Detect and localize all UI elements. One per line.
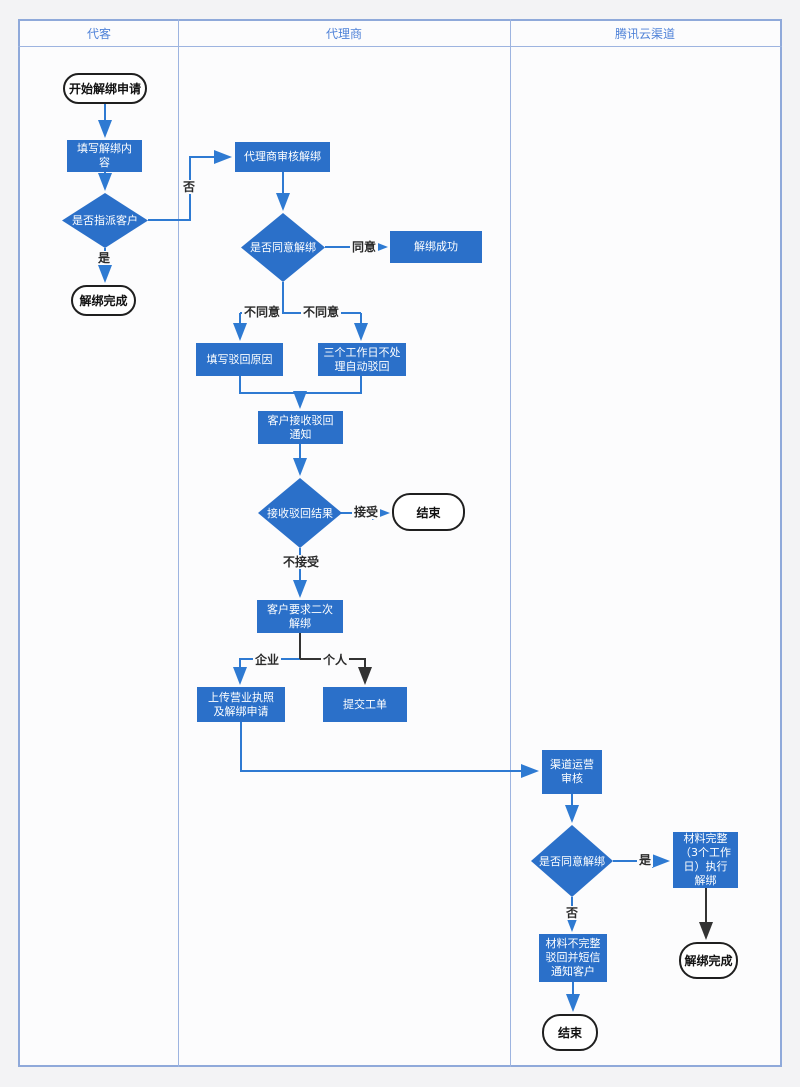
node-upload-license: 上传营业执照 及解绑申请: [197, 687, 285, 722]
edge-label-accept: 接受: [351, 505, 381, 519]
node-submit-ticket: 提交工单: [323, 687, 407, 722]
node-customer-receive-reject: 客户接收驳回 通知: [258, 411, 343, 444]
node-end-channel: 结束: [542, 1014, 598, 1051]
node-unbind-success: 解绑成功: [390, 231, 482, 263]
node-channel-ops-review: 渠道运营 审核: [542, 750, 602, 794]
node-material-incomplete: 材料不完整 驳回并短信 通知客户: [539, 934, 607, 982]
header-divider: [18, 46, 782, 47]
edge-label-no-1: 否: [180, 180, 198, 194]
edge-label-agree: 同意: [349, 240, 379, 254]
node-second-unbind-request: 客户要求二次 解绑: [257, 600, 343, 633]
edge-label-yes-1: 是: [95, 251, 113, 265]
node-start-request: 开始解绑申请: [63, 73, 147, 104]
edge-label-not-accept: 不接受: [280, 555, 322, 569]
node-unbind-done-agent-side: 解绑完成: [71, 285, 136, 316]
lane-header-tencent-channel: 腾讯云渠道: [614, 27, 675, 41]
edge-label-yes-2: 是: [636, 853, 654, 867]
node-agent-review: 代理商审核解绑: [235, 142, 330, 172]
edge-label-disagree-1: 不同意: [241, 305, 283, 319]
lane-header-customer: 代客: [86, 27, 111, 41]
node-fill-unbind-content: 填写解绑内 容: [67, 140, 142, 172]
lane-divider-2: [510, 19, 511, 1067]
edge-label-no-2: 否: [563, 906, 581, 920]
node-fill-reject-reason: 填写驳回原因: [196, 343, 283, 376]
lane-header-agent: 代理商: [325, 27, 362, 41]
lane-divider-1: [178, 19, 179, 1067]
edge-label-enterprise: 企业: [252, 653, 282, 667]
node-end-agent: 结束: [392, 493, 465, 531]
swimlane-frame: [18, 19, 782, 1067]
node-auto-reject: 三个工作日不处 理自动驳回: [318, 343, 406, 376]
edge-label-personal: 个人: [320, 653, 350, 667]
node-material-complete: 材料完整 （3个工作 日）执行 解绑: [673, 832, 738, 888]
node-unbind-done-channel: 解绑完成: [679, 942, 738, 979]
edge-label-disagree-2: 不同意: [300, 305, 342, 319]
